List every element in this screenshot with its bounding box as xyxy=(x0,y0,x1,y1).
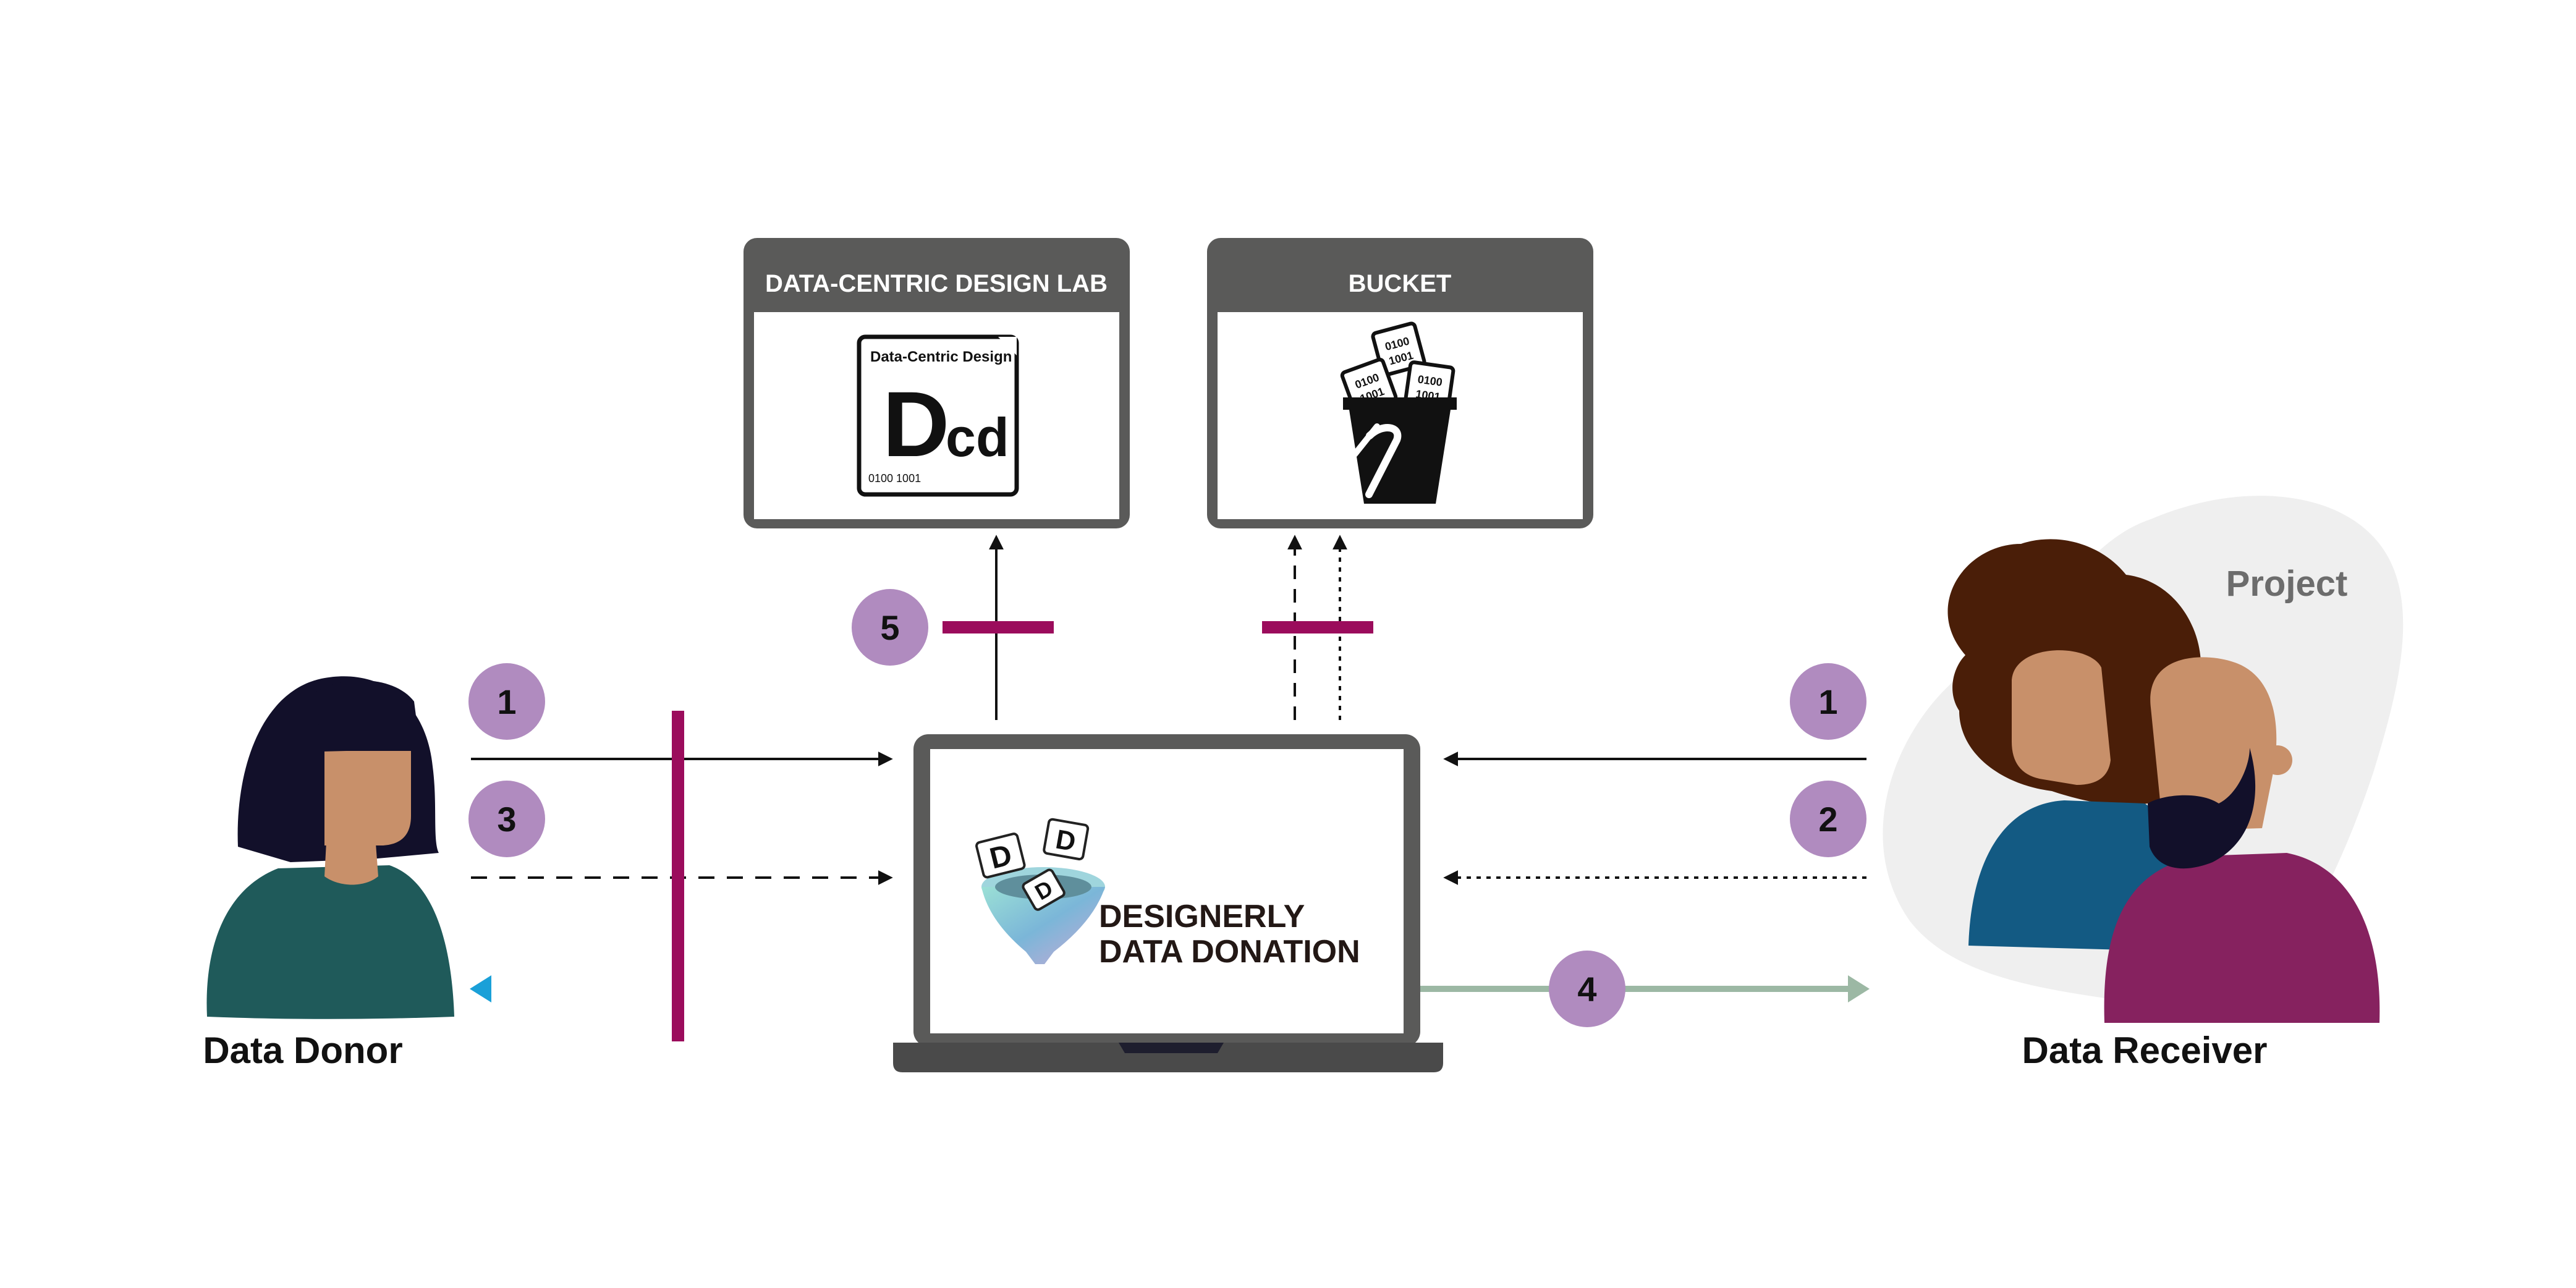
badge-donor-step-1: 1 xyxy=(468,663,545,740)
receiver-back-person xyxy=(1947,539,2215,952)
dcd-lab-panel: DATA-CENTRIC DESIGN LAB Data-Centric Des… xyxy=(744,238,1130,528)
badge-receiver-step-1: 1 xyxy=(1790,663,1866,740)
dcd-logo-caption: Data-Centric Design xyxy=(870,349,1012,365)
badge-receiver-step-2: 2 xyxy=(1790,781,1866,857)
receiver-label: Data Receiver xyxy=(2022,1030,2268,1071)
project-label: Project xyxy=(2226,564,2348,604)
receiver-front-ear xyxy=(2263,745,2292,775)
barrier-bucket xyxy=(1262,621,1373,633)
receiver-front-beard xyxy=(2148,748,2256,869)
svg-text:5: 5 xyxy=(880,608,899,647)
bucket-panel: BUCKET 0100 1001 0100 1001 0100 1001 xyxy=(1207,238,1593,528)
badge-donor-step-3: 3 xyxy=(468,781,545,857)
dcd-logo-icon: Data-Centric Design D cd 0100 1001 xyxy=(857,334,1019,497)
brand-line-2: DATA DONATION xyxy=(1099,934,1360,970)
receiver-back-face xyxy=(2012,650,2111,785)
receiver-front-person xyxy=(2104,657,2380,1023)
donor-label: Data Donor xyxy=(203,1030,402,1071)
brand-line-1: DESIGNERLY xyxy=(1099,899,1305,934)
cube-d3: D xyxy=(1022,868,1066,911)
arrow-platform-to-donor-head xyxy=(470,975,491,1002)
donor-bangs xyxy=(315,680,420,752)
step-badges: 1 3 1 2 4 5 xyxy=(468,589,1866,1027)
laptop: D D D DESIGNERLY DATA DONATION xyxy=(893,734,1443,1072)
data-donor-figure: Data Donor xyxy=(203,676,454,1071)
donor-face xyxy=(324,751,411,845)
barriers xyxy=(672,621,1373,1041)
dcd-logo-binary: 0100 1001 xyxy=(868,472,921,485)
bucket-icon: 0100 1001 0100 1001 0100 1001 xyxy=(1340,321,1457,504)
bucket-panel-title: BUCKET xyxy=(1349,270,1452,297)
dcd-panel-title: DATA-CENTRIC DESIGN LAB xyxy=(765,270,1108,297)
receiver-front-shirt xyxy=(2104,853,2380,1023)
svg-text:2: 2 xyxy=(1818,800,1837,839)
dcd-logo-small-letters: cd xyxy=(946,407,1009,468)
barrier-lab xyxy=(943,621,1054,633)
svg-text:1: 1 xyxy=(497,682,516,721)
data-receiver-figure: Data Receiver xyxy=(1947,539,2380,1071)
donor-shirt xyxy=(206,865,454,1019)
funnel-logo-icon: D D D xyxy=(975,818,1105,964)
laptop-notch xyxy=(1119,1043,1224,1053)
badge-step-4: 4 xyxy=(1549,951,1625,1027)
barrier-donor xyxy=(672,711,684,1041)
svg-text:1: 1 xyxy=(1818,682,1837,721)
badge-step-5: 5 xyxy=(852,589,928,666)
svg-text:4: 4 xyxy=(1577,970,1596,1009)
cube-d1: D xyxy=(975,833,1026,879)
laptop-base xyxy=(893,1043,1443,1072)
dcd-logo-big-letter: D xyxy=(883,372,949,476)
cube-d2: D xyxy=(1043,818,1090,861)
arrow-platform-to-receiver-head xyxy=(1848,975,1870,1002)
svg-text:3: 3 xyxy=(497,800,516,839)
